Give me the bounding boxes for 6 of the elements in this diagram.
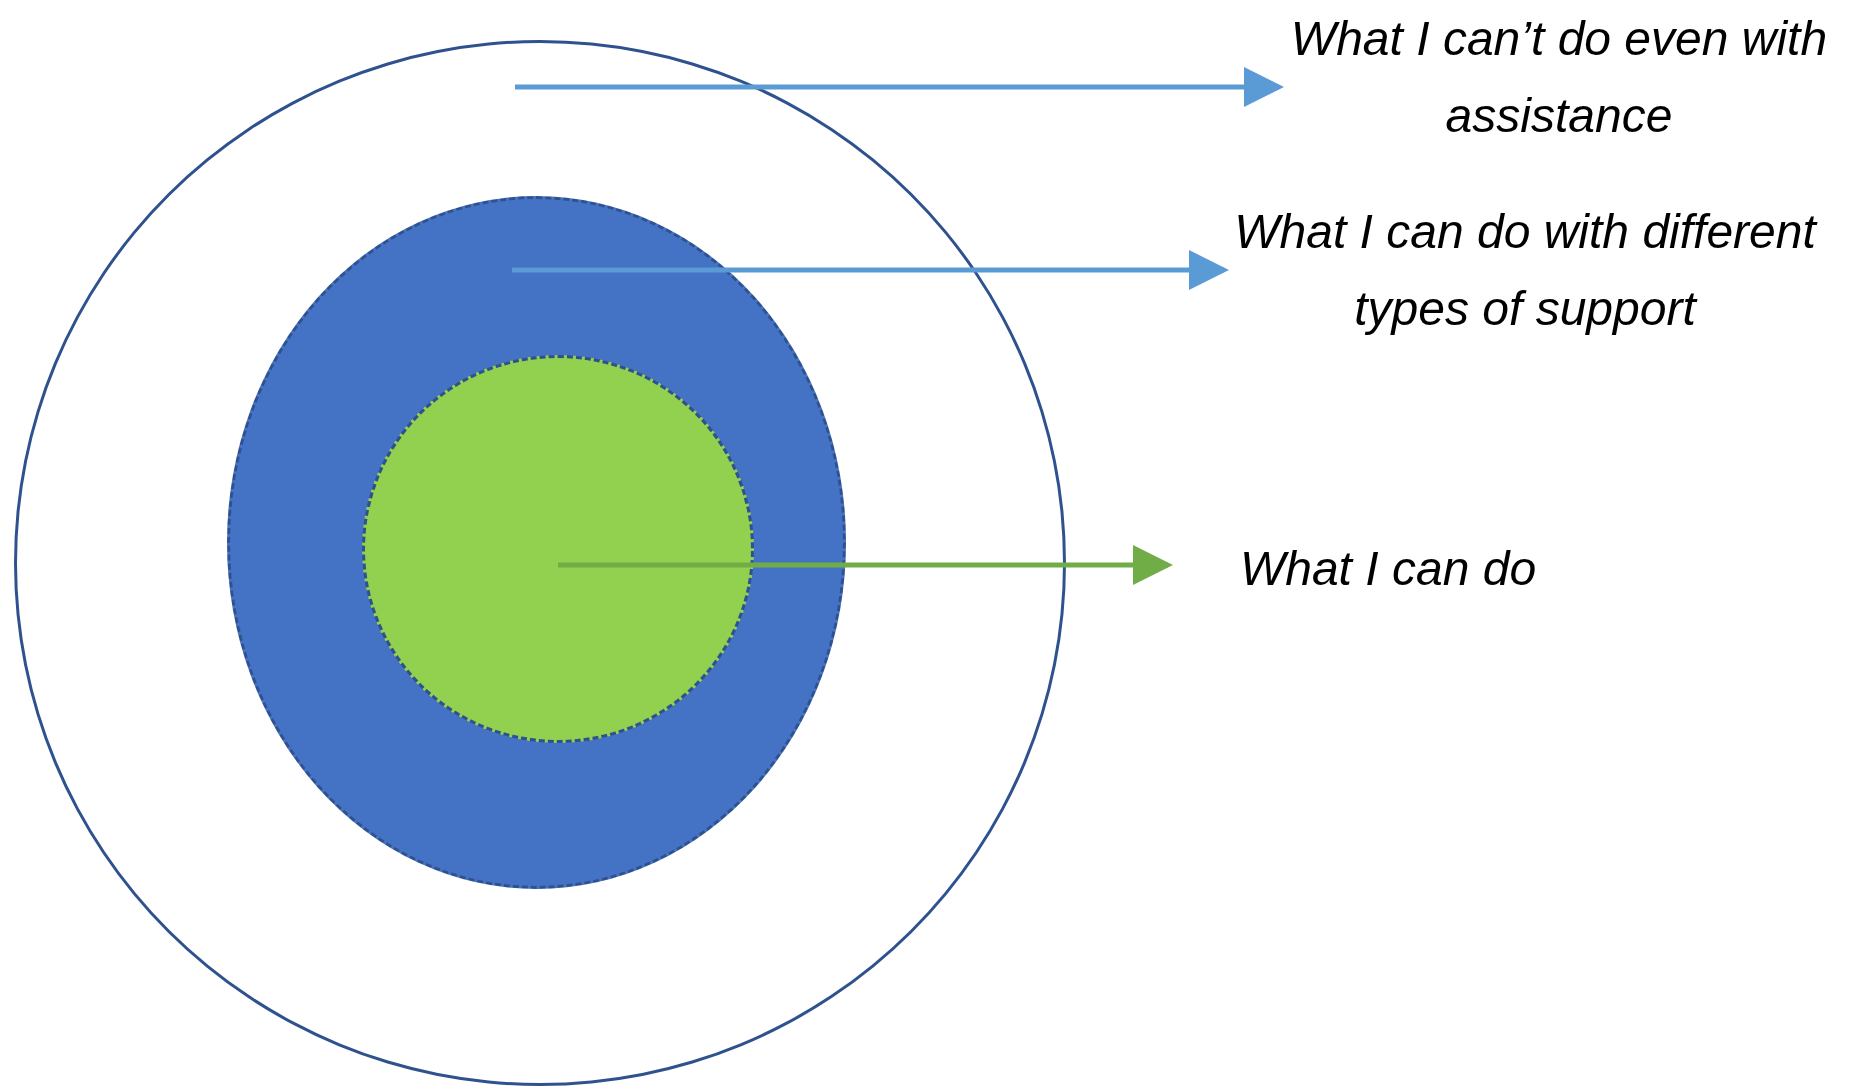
circle-label: What I can do with different types of support bbox=[1224, 193, 1826, 424]
circle-label: What I can’t do even with assistance bbox=[1279, 0, 1839, 154]
circle-label: What I can do bbox=[1168, 530, 1588, 607]
arrow bbox=[515, 67, 1284, 107]
arrow bbox=[512, 250, 1229, 290]
arrow bbox=[558, 545, 1173, 585]
